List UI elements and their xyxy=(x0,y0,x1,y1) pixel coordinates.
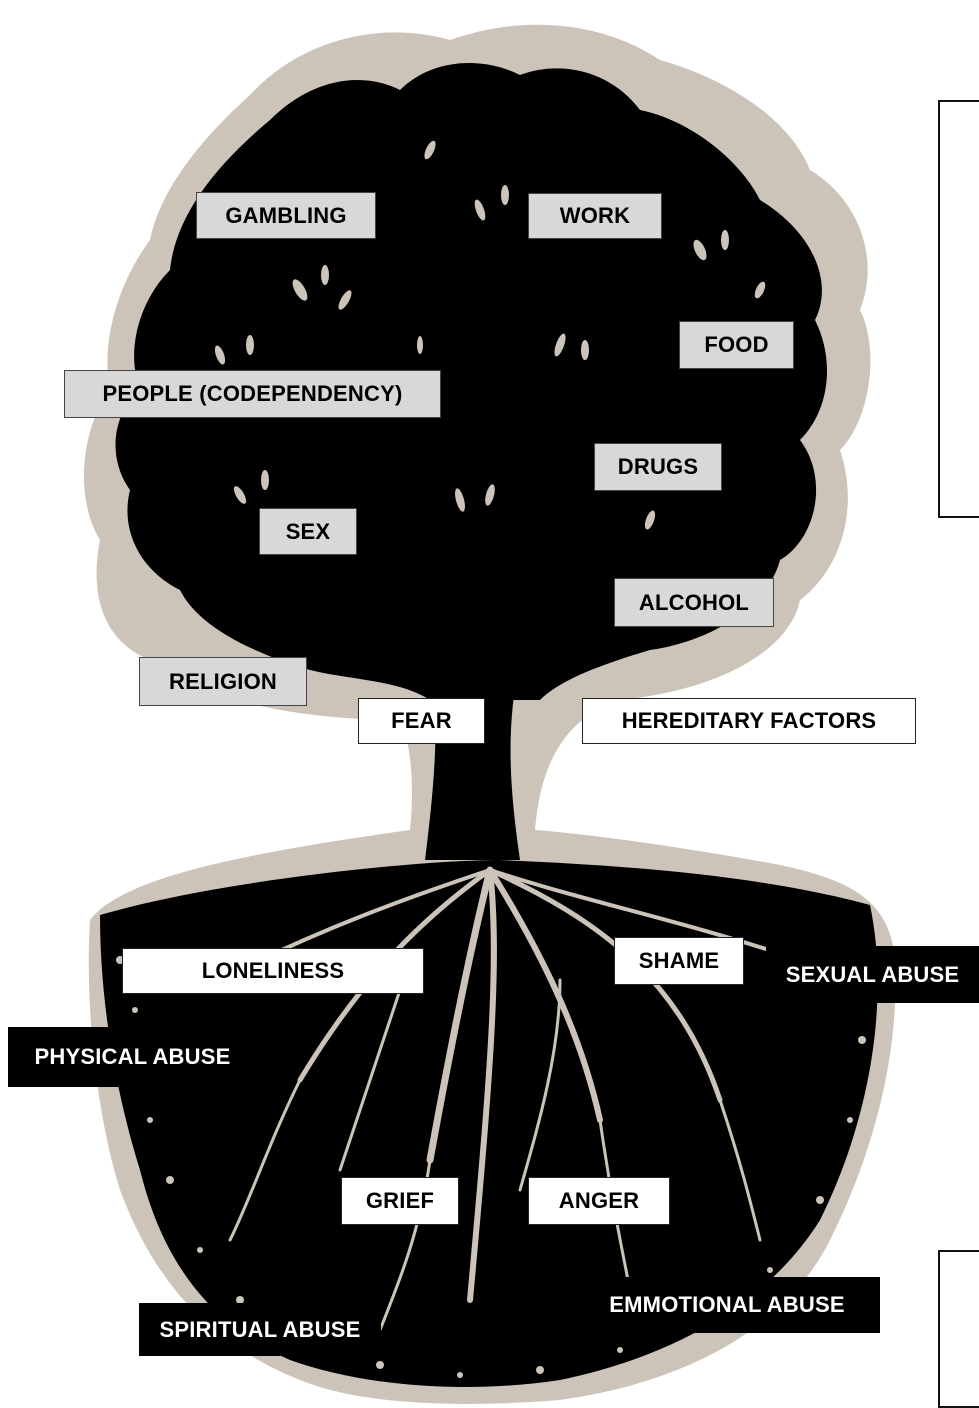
side-frame-top xyxy=(938,100,979,518)
label-anger: ANGER xyxy=(528,1177,670,1225)
label-drugs: DRUGS xyxy=(594,443,722,491)
label-shame: SHAME xyxy=(614,937,744,985)
label-emotional-abuse: EMMOTIONAL ABUSE xyxy=(574,1277,880,1333)
label-sex: SEX xyxy=(259,508,357,555)
label-physical-abuse: PHYSICAL ABUSE xyxy=(8,1027,257,1087)
label-hereditary: HEREDITARY FACTORS xyxy=(582,698,916,744)
label-religion: RELIGION xyxy=(139,657,307,706)
side-frame-bottom xyxy=(938,1250,979,1408)
label-work: WORK xyxy=(528,193,662,239)
label-sexual-abuse: SEXUAL ABUSE xyxy=(766,946,979,1003)
label-loneliness: LONELINESS xyxy=(122,948,424,994)
label-grief: GRIEF xyxy=(341,1177,459,1225)
label-food: FOOD xyxy=(679,321,794,369)
label-spiritual-abuse: SPIRITUAL ABUSE xyxy=(139,1303,381,1356)
label-people: PEOPLE (CODEPENDENCY) xyxy=(64,370,441,418)
label-gambling: GAMBLING xyxy=(196,192,376,239)
label-alcohol: ALCOHOL xyxy=(614,578,774,627)
label-fear: FEAR xyxy=(358,698,485,744)
